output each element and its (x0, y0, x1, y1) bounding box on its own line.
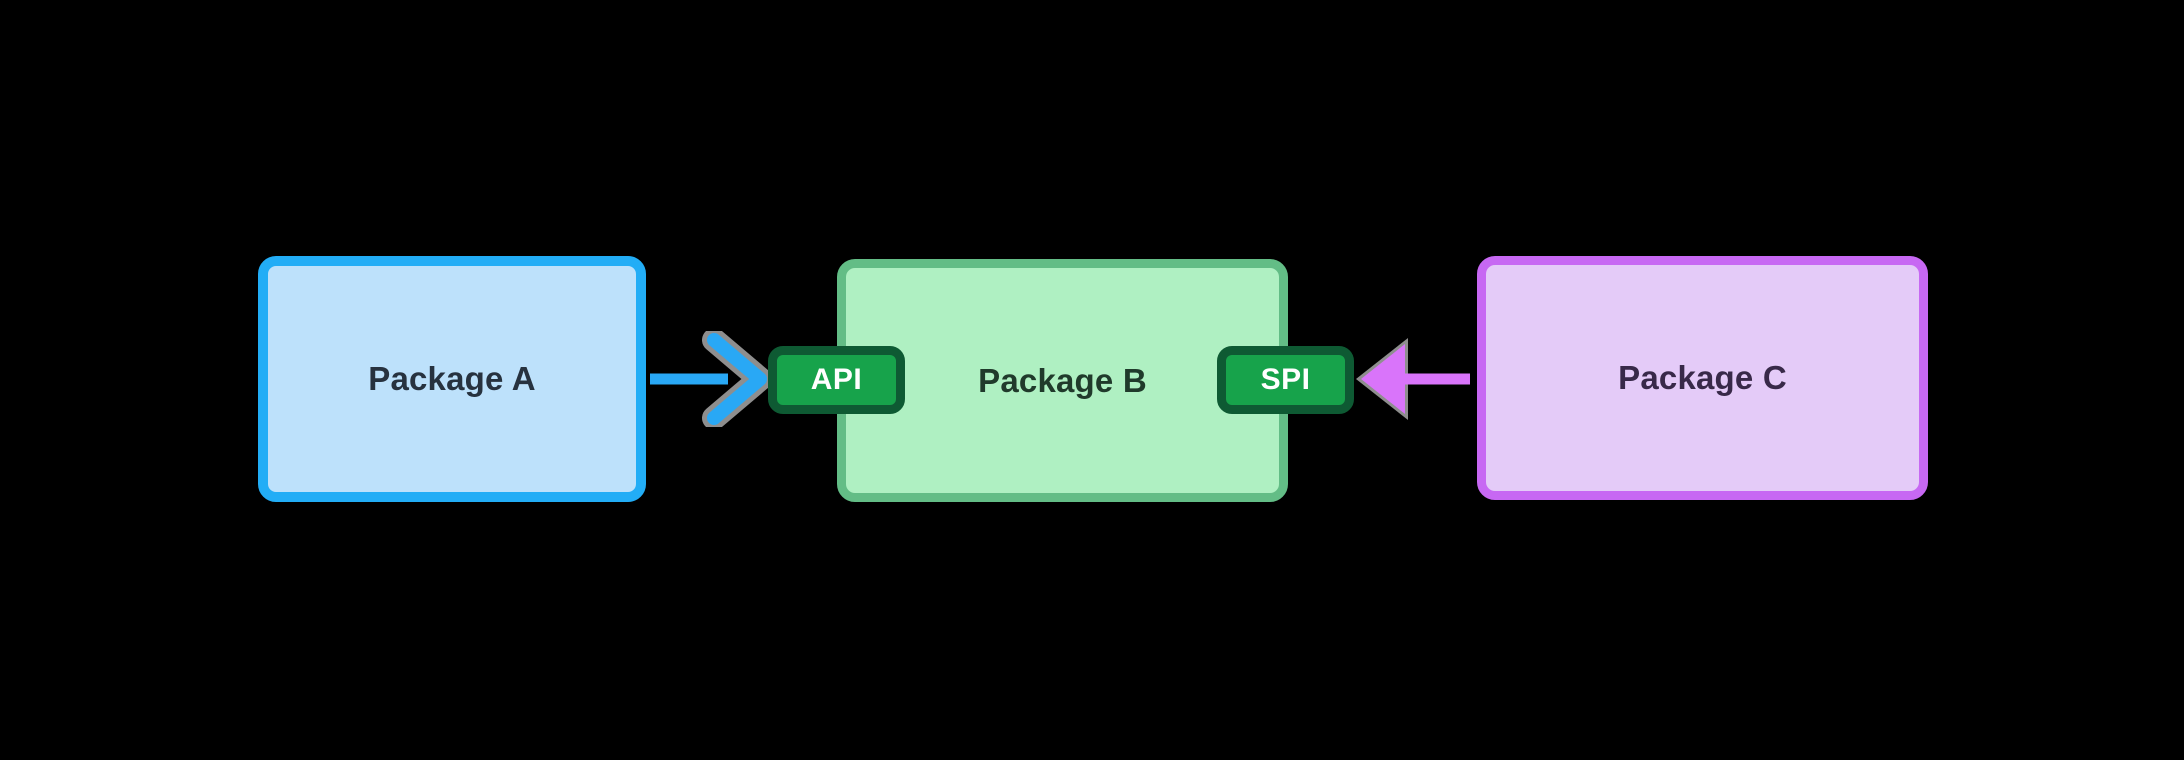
badge-api: API (768, 346, 905, 414)
node-package-a: Package A (258, 256, 646, 502)
arrow-c-to-spi (1356, 338, 1470, 420)
badge-api-label: API (810, 363, 863, 396)
node-package-b-label: Package B (978, 361, 1147, 399)
badge-spi: SPI (1217, 346, 1354, 414)
node-package-c-label: Package C (1618, 359, 1787, 396)
arrow-a-to-api (650, 331, 772, 427)
node-package-a-label: Package A (368, 360, 536, 397)
node-package-b: Package B (837, 259, 1288, 502)
node-package-c: Package C (1477, 256, 1928, 500)
arrow-c-to-spi-head-icon (1361, 344, 1405, 414)
arrow-a-to-api-head-icon (707, 333, 767, 425)
badge-spi-label: SPI (1260, 363, 1311, 396)
